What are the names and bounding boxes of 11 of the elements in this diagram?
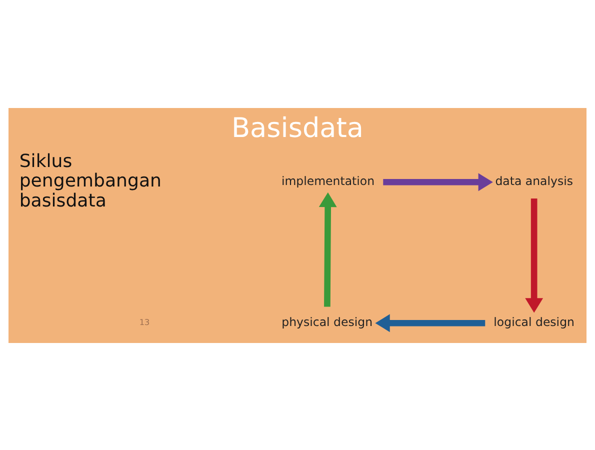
node-text: implementation — [281, 174, 375, 188]
node-text: logical design — [494, 314, 574, 329]
label: 13 — [139, 316, 150, 327]
node-text: physical design — [282, 314, 373, 329]
node-text: data analysis — [495, 174, 573, 188]
arrow — [318, 192, 337, 306]
label: Siklus pengembangan basisdata — [19, 150, 162, 212]
diagram-title: Basisdata — [231, 112, 364, 144]
arrow — [383, 172, 493, 191]
arrow — [375, 314, 486, 332]
arrow — [525, 198, 544, 312]
